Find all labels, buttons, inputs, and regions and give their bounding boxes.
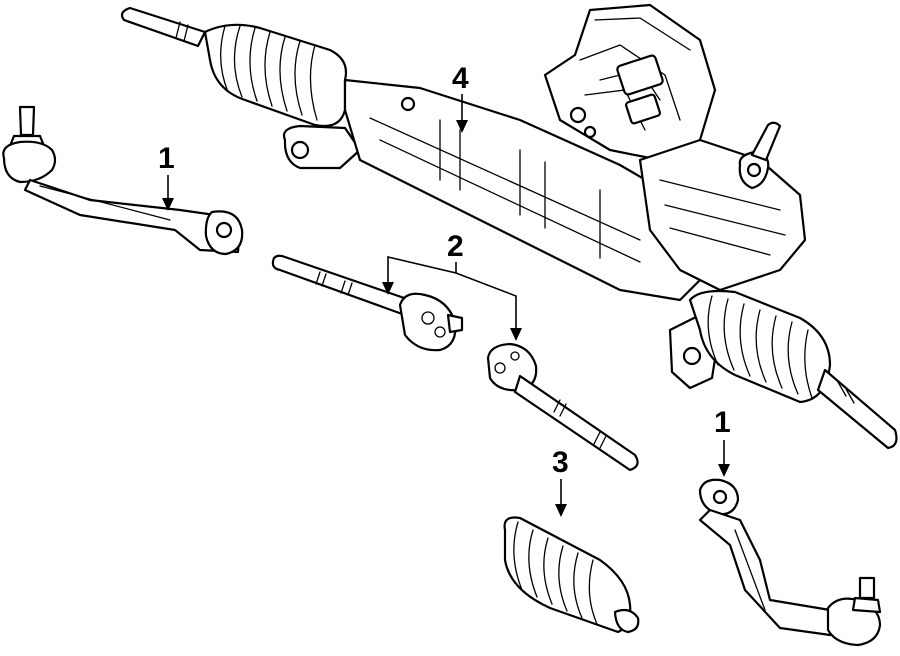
- callout-label-3: 3: [552, 446, 569, 479]
- callout-label-1-left: 1: [158, 142, 175, 175]
- steering-gear-assembly[interactable]: [120, 3, 898, 450]
- callout-label-2: 2: [447, 230, 464, 263]
- steering-boot[interactable]: [503, 516, 640, 634]
- callout-boot: 3: [552, 446, 569, 517]
- callout-steering-gear: 4: [452, 62, 469, 133]
- tie-rod-end-right[interactable]: [698, 478, 882, 647]
- callout-tie-rod-end-left: 1: [158, 142, 175, 211]
- inner-tie-rod-left[interactable]: [271, 254, 464, 352]
- tie-rod-end-left[interactable]: [2, 105, 244, 256]
- inner-tie-rod-right[interactable]: [486, 342, 639, 472]
- callout-label-1-right: 1: [714, 406, 731, 439]
- callout-tie-rod-end-right: 1: [714, 406, 731, 477]
- callout-inner-tie-rod: 2: [382, 230, 522, 341]
- callout-label-4: 4: [452, 62, 469, 95]
